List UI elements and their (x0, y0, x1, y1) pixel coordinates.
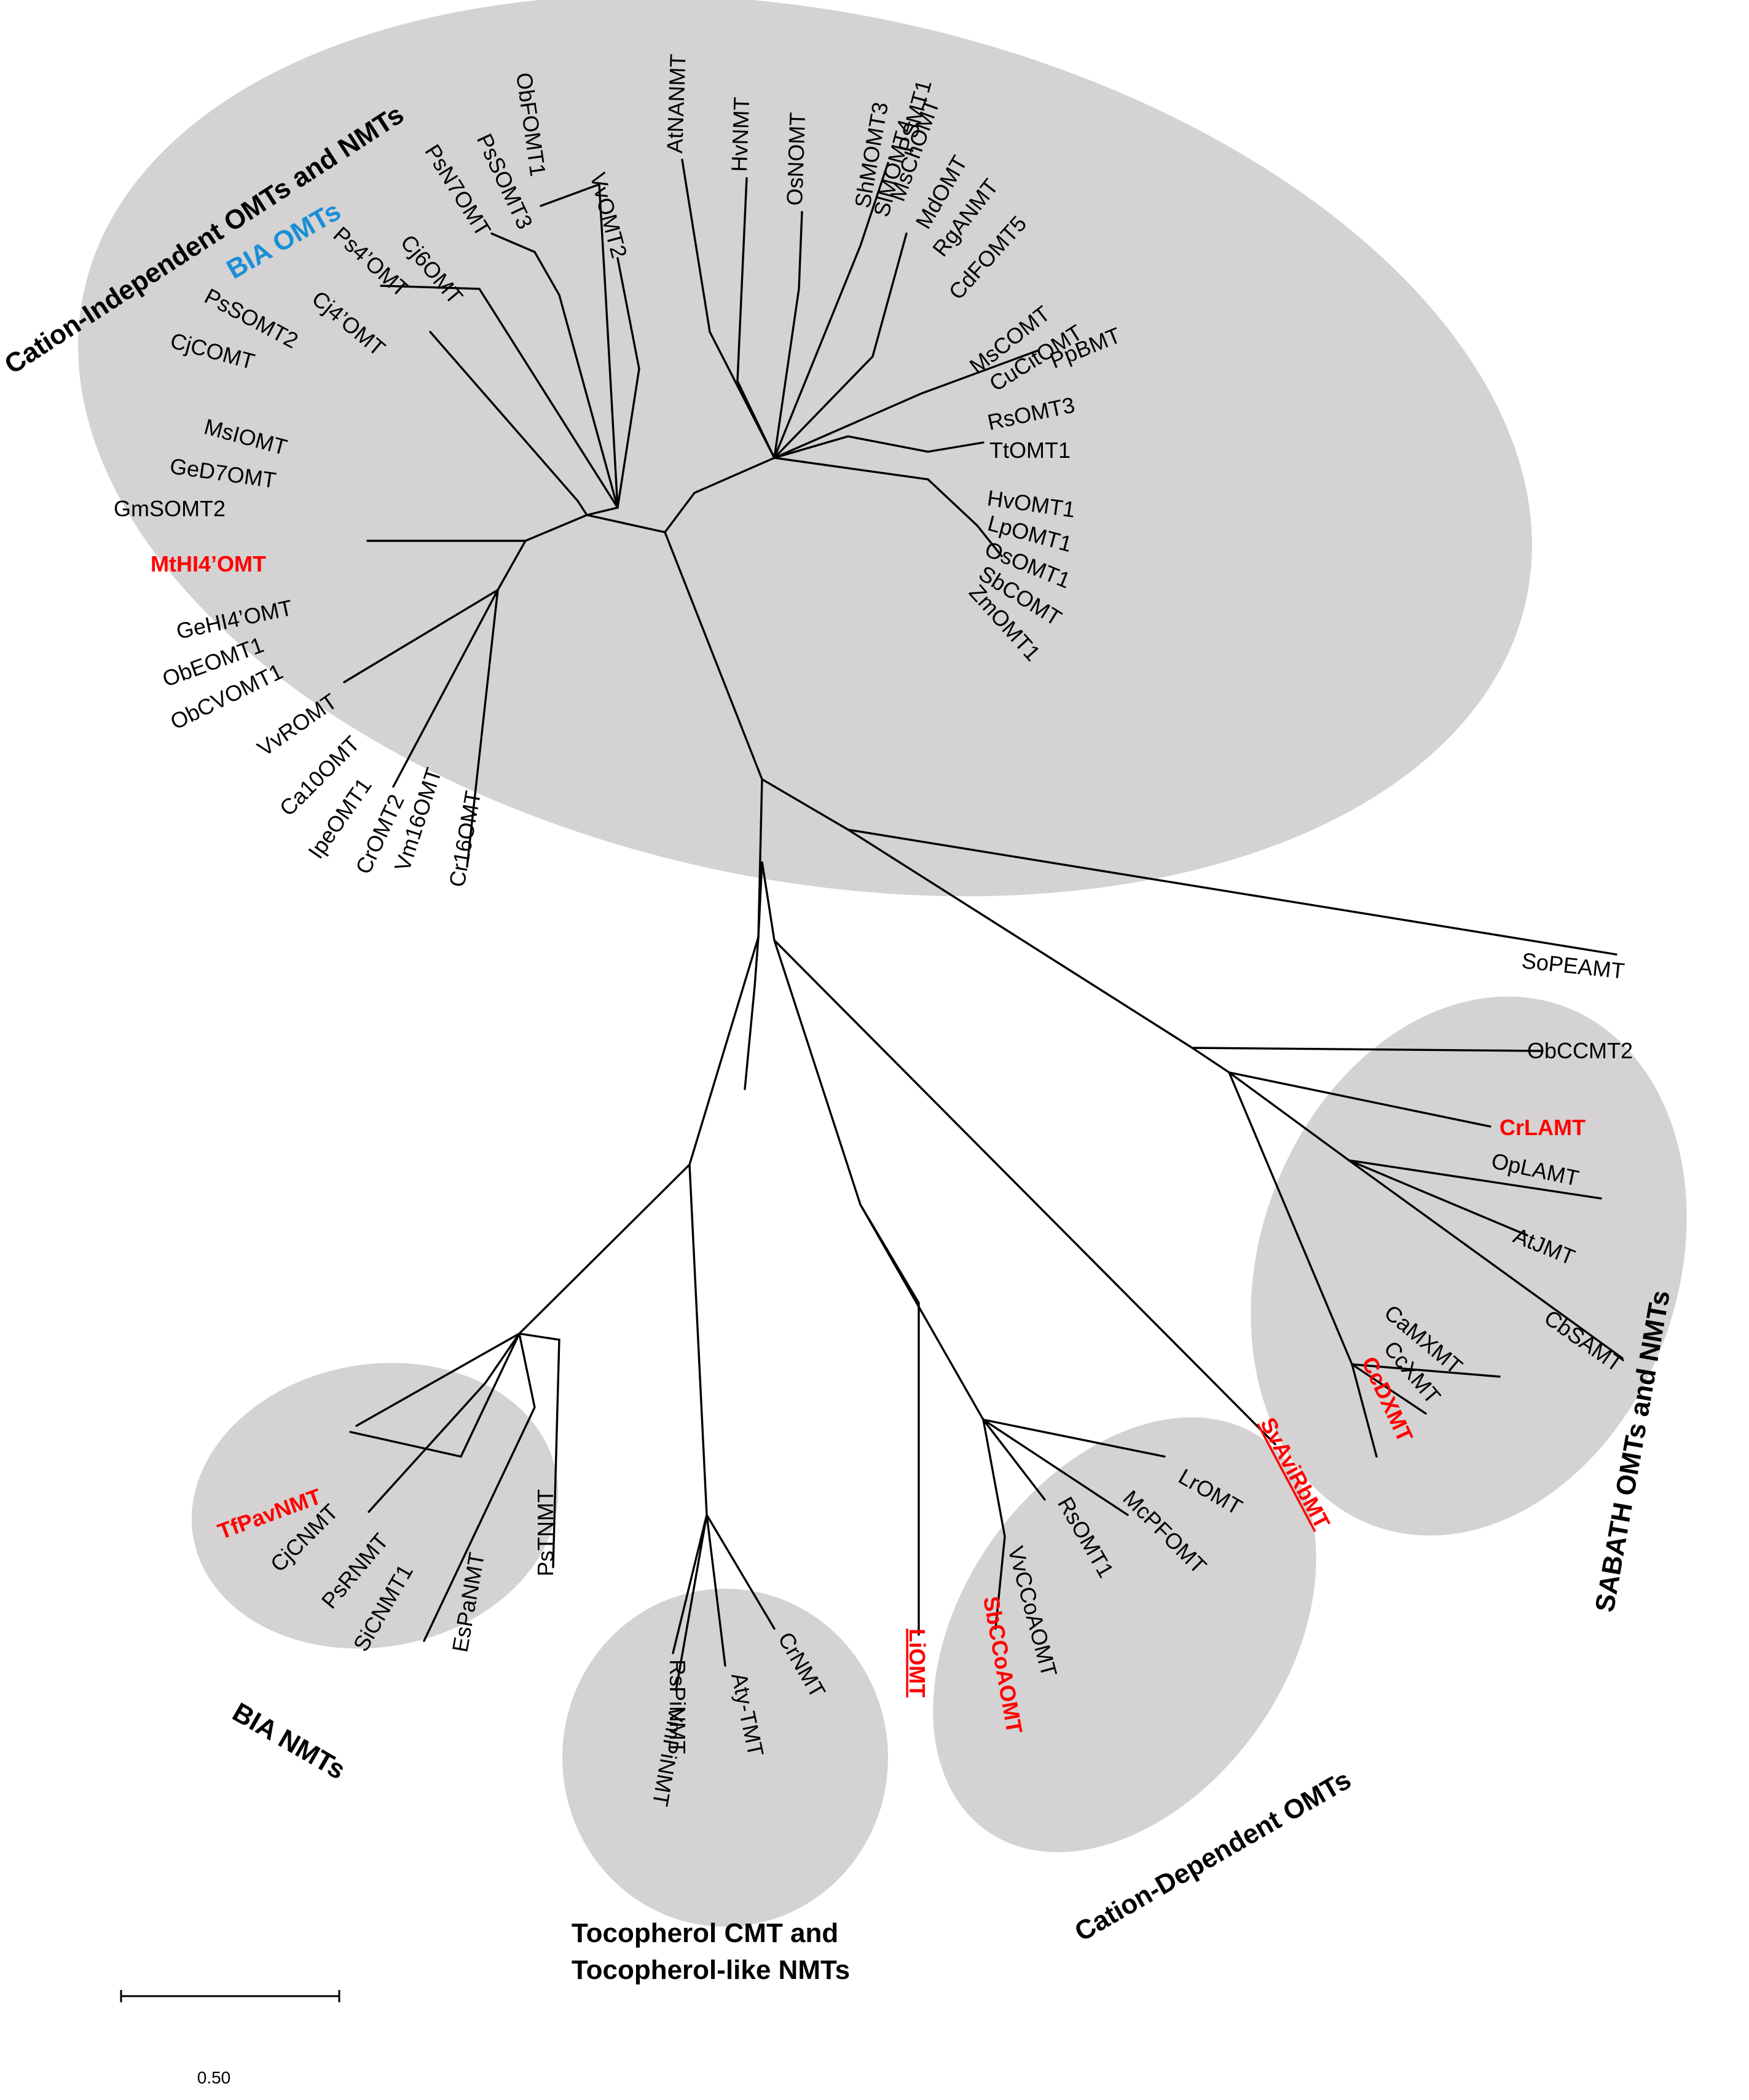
branch-cation-dep (773, 939, 1166, 1636)
branch-bianmt (349, 1332, 560, 1642)
branch-tocopherol (672, 1163, 776, 1691)
clade-title-tocopherol-1: Tocopherol CMT and (572, 1918, 838, 1948)
scale-bar: 0.50 (120, 1990, 340, 2087)
branch-ci-right-up (681, 159, 776, 459)
scale-bar-label: 0.50 (197, 2068, 231, 2087)
branch-ci-right-up6 (773, 349, 1040, 459)
clade-title-bia-nmts: BIA NMTs (227, 1697, 350, 1785)
branch-sabath-core2 (1228, 1071, 1492, 1128)
cation-independent-clade-ellipse (78, 0, 1532, 897)
taxon-PsTNMT: PsTNMT (533, 1489, 558, 1576)
taxon-GmSOMT2: GmSOMT2 (114, 496, 226, 521)
taxon-LiOMT: LiOMT (905, 1629, 930, 1697)
taxon-Cr16OMT: Cr16OMT (444, 789, 486, 889)
branch-ci-right-up4 (773, 162, 889, 459)
branch-ci-right-up3 (773, 211, 803, 459)
branch-sabath-core4 (1348, 1159, 1528, 1237)
branch-ci-mid3 (490, 232, 619, 509)
branch-nmt-split (757, 861, 1276, 1445)
taxon-ObCCMT2: ObCCMT2 (1527, 1038, 1633, 1063)
taxon-AtNANMT: AtNANMT (662, 53, 691, 154)
taxon-OsNOMT: OsNOMT (782, 112, 810, 206)
branch-ci-mid (586, 257, 640, 516)
taxon-RsPiNMT: RsPiNMT (665, 1659, 690, 1754)
tree-branches (343, 159, 1624, 1691)
taxon-MtHI4OMT: MtHI4’OMT (151, 551, 266, 576)
tocopherol-clade-ellipse (562, 1589, 888, 1927)
branch-ci-right-up5 (773, 232, 908, 459)
branch-ci-right-up7 (773, 435, 985, 459)
branch-nmt-group (518, 936, 760, 1335)
branch-ci-left-up (429, 331, 588, 516)
branch-ci-mid2 (380, 285, 619, 509)
branch-ci-mid4 (540, 183, 619, 509)
branch-ci-right (664, 457, 776, 533)
clade-title-tocopherol-2: Tocopherol-like NMTs (572, 1955, 850, 1985)
branch-sabath-core6 (1351, 1363, 1501, 1458)
taxon-CrLAMT: CrLAMT (1499, 1115, 1586, 1140)
taxon-HvNMT: HvNMT (726, 96, 754, 172)
clade-backgrounds (78, 0, 1687, 1927)
branch-ci-left-down (343, 540, 527, 868)
branch-ci-right-up2 (736, 177, 776, 459)
sabath-clade-ellipse (1251, 996, 1687, 1536)
branch-ci-left (366, 514, 666, 542)
cation-dependent-clade-ellipse (933, 1417, 1316, 1852)
branch-ci-right-up8 (773, 457, 1003, 557)
branch-sabath-core5 (1348, 1159, 1624, 1359)
taxon-TtOMT1: TtOMT1 (989, 438, 1071, 463)
